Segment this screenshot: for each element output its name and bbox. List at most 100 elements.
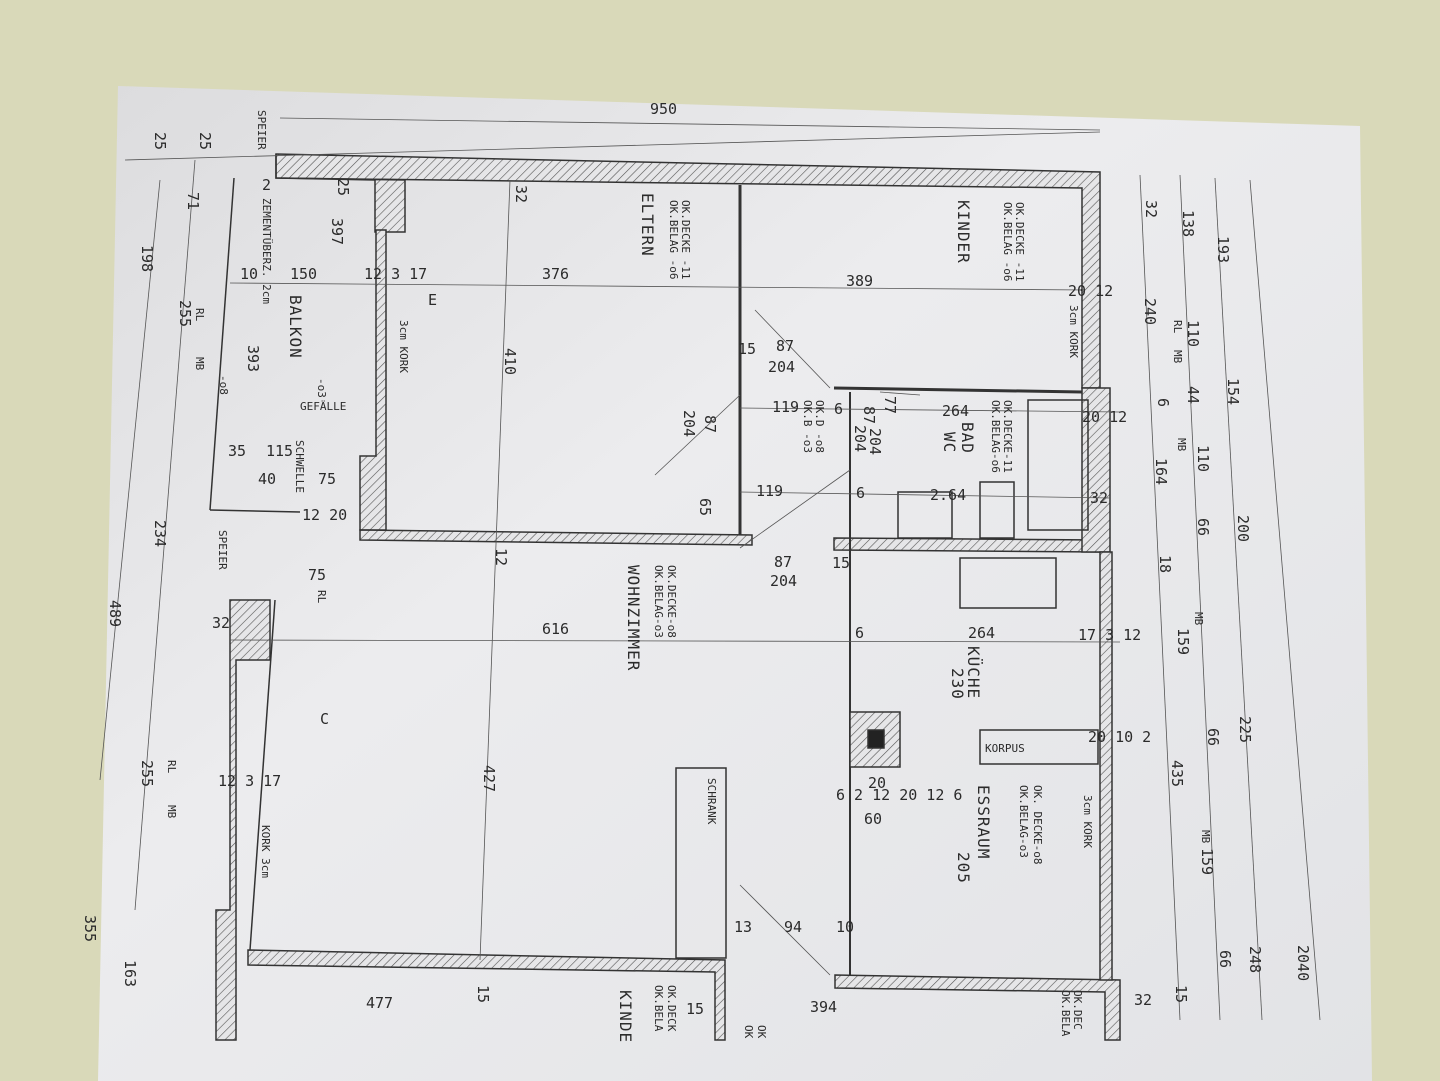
dimension-label: 204 [770,572,797,590]
dimension-label: 6 [834,400,843,418]
note: OK.BELA [652,985,665,1032]
dimension-label: 6 2 12 20 12 6 [836,786,962,804]
dimension-label: 15 [832,554,850,572]
dimension-label: 20 [868,774,886,792]
dimension-label: 75 [308,566,326,584]
note: GEFÄLLE [300,400,346,413]
dimension-label: 389 [846,272,873,290]
dimension-label: 65 [696,498,714,516]
dimension-label: 44 [1184,386,1202,404]
dimension-label: 427 [480,765,498,792]
room-bad: BAD [958,422,977,454]
dimension-label: 393 [244,345,262,372]
dimension-label: 204 [768,358,795,376]
note: SPEIER [255,110,268,150]
note: MB [1192,612,1205,626]
note: MB [165,805,178,819]
note: SCHWELLE [293,440,306,493]
note: OK.BELAG-o3 [652,565,665,638]
note: MB [193,357,206,371]
dimension-label: 71 [184,192,202,210]
dimension-label: 94 [784,918,802,936]
dimension-label: 32 [1134,991,1152,1009]
dimension-label: 138 [1179,210,1197,237]
note: OK.DECKE-o8 [665,565,678,638]
dimension-label: 397 [328,218,346,245]
note: 3cm KORK [1081,795,1094,848]
dimension-label: 13 [734,918,752,936]
dimension-lines [99,117,1321,1021]
annotations: OK.DECKE -11 OK.BELAG -o6 OK.DECKE -11 O… [165,110,1212,1039]
dimension-label: 2.64 [930,486,966,504]
dimension-label: 25 [151,132,169,150]
dimension-label: 119 [772,398,799,416]
room-essraum: ESSRAUM [974,785,993,859]
dimension-label: 75 [318,470,336,488]
room-wohnzimmer: WOHNZIMMER [624,565,643,671]
room-kinder-bottom: KINDE [616,990,635,1043]
dimension-label: 32 [1090,489,1108,507]
dimension-label: 198 [138,245,156,272]
room-essraum-dim: 205 [954,852,973,884]
note: -o8 [217,375,230,395]
korpus-label: KORPUS [985,742,1025,755]
note: MB [1175,438,1188,452]
dimension-label: 264 [968,624,995,642]
dimension-label: 32 [512,185,530,203]
marker-e: E [428,291,437,309]
room-eltern: ELTERN [638,193,657,257]
dimension-label: 119 [756,482,783,500]
dimension-label: 15 [686,1000,704,1018]
note: OK.BELA [1059,990,1072,1037]
dimension-label: 159 [1174,628,1192,655]
dimension-label: 87 [860,406,878,424]
note: OK.DECKE -11 [679,200,692,279]
dimension-label: 18 [1156,555,1174,573]
dimension-label: 240 [1141,298,1159,325]
dimension-label: 12 [492,548,510,566]
room-kueche-dim: 230 [948,668,967,700]
dimension-label: 6 [856,484,865,502]
dimension-label: 35 [228,442,246,460]
dimension-label: 60 [864,810,882,828]
dimension-label: 154 [1224,378,1242,405]
dimension-label: 6 [1154,398,1172,407]
note: OK.BELAG-o6 [989,400,1002,473]
note: KORK 3cm [259,825,272,878]
dimension-label: 204 [851,425,869,452]
dimension-label: 66 [1194,518,1212,536]
dimension-label: 376 [542,265,569,283]
dimension-label: 20 12 [1082,408,1127,426]
note: -o3 [315,378,328,398]
dimension-label: 32 [1142,200,1160,218]
note: OK.D -o8 [813,400,826,453]
dimension-label: 264 [942,402,969,420]
dimension-label: 10 [836,918,854,936]
dimension-label: 110 [1194,445,1212,472]
dimension-label: 150 [290,265,317,283]
dimension-label: 394 [810,998,837,1016]
dimension-label: 12 20 [302,506,347,524]
dimension-label: 25 [334,178,352,196]
dimension-label: 40 [258,470,276,488]
dimension-label: 87 [701,415,719,433]
dimension-label: 25 [196,132,214,150]
room-balkon: BALKON [286,295,305,359]
dimension-label: 234 [151,520,169,547]
dimension-label: 20 10 2 [1088,728,1151,746]
paper-sheet [98,86,1372,1081]
note: ZEMENTÜBERZ. 2cm [260,198,273,304]
dimension-label: 20 12 [1068,282,1113,300]
note: OK. DECKE-o8 [1031,785,1044,864]
room-kueche: KÜCHE [964,646,983,699]
note: OK.BELAG -o6 [1001,202,1014,281]
dimension-label: 204 [866,428,884,455]
dimension-label: 12 3 17 [364,265,427,283]
dimension-label: 355 [81,915,99,942]
dimension-label: 32 [212,614,230,632]
dimension-label: 10 [240,265,258,283]
dimension-label: 77 [881,396,899,414]
note: 3cm KORK [397,320,410,373]
dimension-label: 616 [542,620,569,638]
dimension-label: 12 3 17 [218,772,281,790]
